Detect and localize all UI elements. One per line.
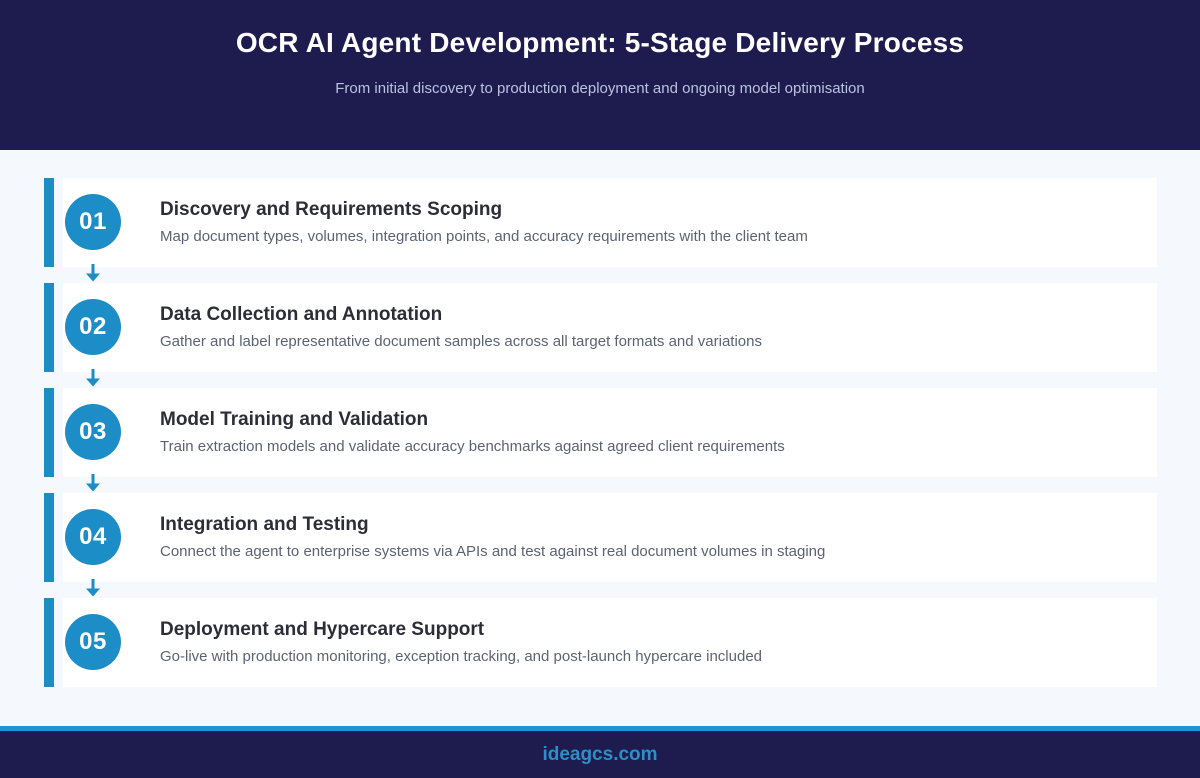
stage-accent-bar — [44, 283, 54, 372]
stage-number-badge: 03 — [65, 404, 121, 460]
stage-description: Train extraction models and validate acc… — [160, 438, 785, 456]
stage-card: 02 Data Collection and Annotation Gather… — [63, 283, 1157, 372]
stage-card: 03 Model Training and Validation Train e… — [63, 388, 1157, 477]
stage-accent-bar — [44, 178, 54, 267]
page-title: OCR AI Agent Development: 5-Stage Delive… — [235, 27, 965, 58]
stage-description: Map document types, volumes, integration… — [160, 228, 808, 246]
header-banner: OCR AI Agent Development: 5-Stage Delive… — [0, 0, 1200, 150]
stage-card: 01 Discovery and Requirements Scoping Ma… — [63, 178, 1157, 267]
stage-title: Discovery and Requirements Scoping — [160, 198, 503, 220]
stage-number-badge: 01 — [65, 194, 121, 250]
stage-title: Deployment and Hypercare Support — [160, 618, 485, 640]
stage-number-badge: 04 — [65, 509, 121, 565]
stage-row-5: 05 Deployment and Hypercare Support Go-l… — [0, 598, 1200, 687]
stage-card: 05 Deployment and Hypercare Support Go-l… — [63, 598, 1157, 687]
stage-title: Model Training and Validation — [160, 408, 429, 430]
stage-row-2: 02 Data Collection and Annotation Gather… — [0, 283, 1200, 372]
footer-accent-line — [0, 726, 1200, 731]
website-link[interactable]: ideagcs.com — [542, 743, 658, 765]
stage-accent-bar — [44, 388, 54, 477]
stage-accent-bar — [44, 493, 54, 582]
stage-number-badge: 02 — [65, 299, 121, 355]
arrow-row — [0, 474, 1200, 493]
stage-card: 04 Integration and Testing Connect the a… — [63, 493, 1157, 582]
stage-title: Data Collection and Annotation — [160, 303, 443, 325]
stage-description: Go-live with production monitoring, exce… — [160, 648, 762, 666]
stage-accent-bar — [44, 598, 54, 687]
stage-row-3: 03 Model Training and Validation Train e… — [0, 388, 1200, 477]
page-subtitle: From initial discovery to production dep… — [335, 80, 865, 97]
arrow-row — [0, 369, 1200, 388]
stage-title: Integration and Testing — [160, 513, 369, 535]
stage-description: Gather and label representative document… — [160, 333, 762, 351]
stage-row-1: 01 Discovery and Requirements Scoping Ma… — [0, 178, 1200, 267]
arrow-row — [0, 264, 1200, 283]
arrow-row — [0, 579, 1200, 598]
stage-number-badge: 05 — [65, 614, 121, 670]
stage-row-4: 04 Integration and Testing Connect the a… — [0, 493, 1200, 582]
stage-description: Connect the agent to enterprise systems … — [160, 543, 826, 561]
process-timeline: 01 Discovery and Requirements Scoping Ma… — [0, 150, 1200, 726]
footer-bar: ideagcs.com — [0, 731, 1200, 778]
